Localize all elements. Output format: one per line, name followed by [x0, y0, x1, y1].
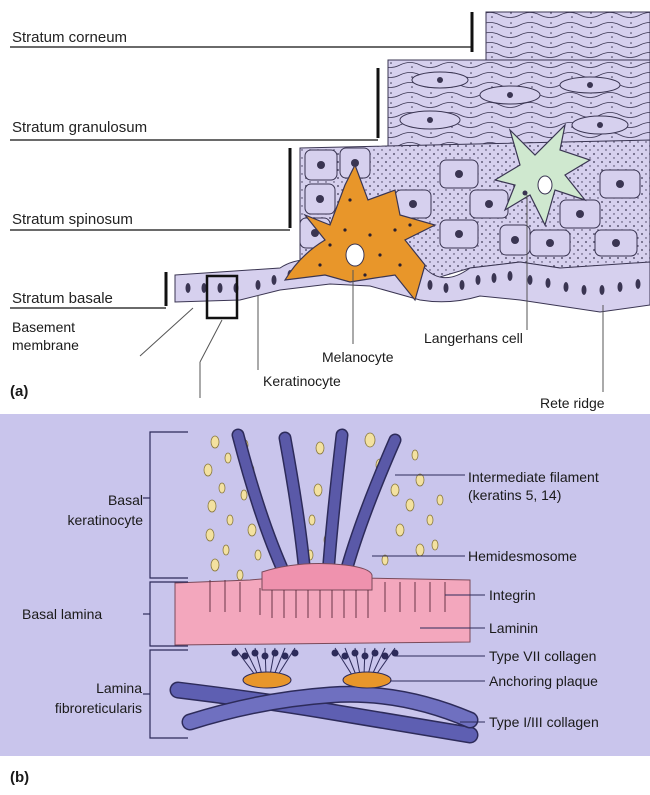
type-vii-collagen-fibrils [232, 648, 398, 675]
hemidesmosome [262, 564, 372, 590]
label-anchoring-plaque: Anchoring plaque [489, 674, 598, 688]
anchoring-plaque-right [343, 672, 391, 688]
label-intermediate-filament: Intermediate filament (keratins 5, 14) [468, 468, 643, 504]
label-integrin: Integrin [489, 588, 536, 602]
type-i-iii-collagen [178, 690, 470, 735]
label-basal-keratinocyte: Basal keratinocyte [58, 490, 143, 530]
label-hemidesmosome: Hemidesmosome [468, 549, 577, 563]
label-type-i-iii-collagen: Type I/III collagen [489, 715, 599, 729]
panel-b-letter: (b) [10, 770, 29, 785]
label-laminin: Laminin [489, 621, 538, 635]
anchoring-plaque-left [243, 672, 291, 688]
label-basal-lamina: Basal lamina [22, 607, 102, 621]
label-lamina-fibroreticularis: Lamina fibroreticularis [36, 678, 142, 718]
label-type-vii-collagen: Type VII collagen [489, 649, 596, 663]
